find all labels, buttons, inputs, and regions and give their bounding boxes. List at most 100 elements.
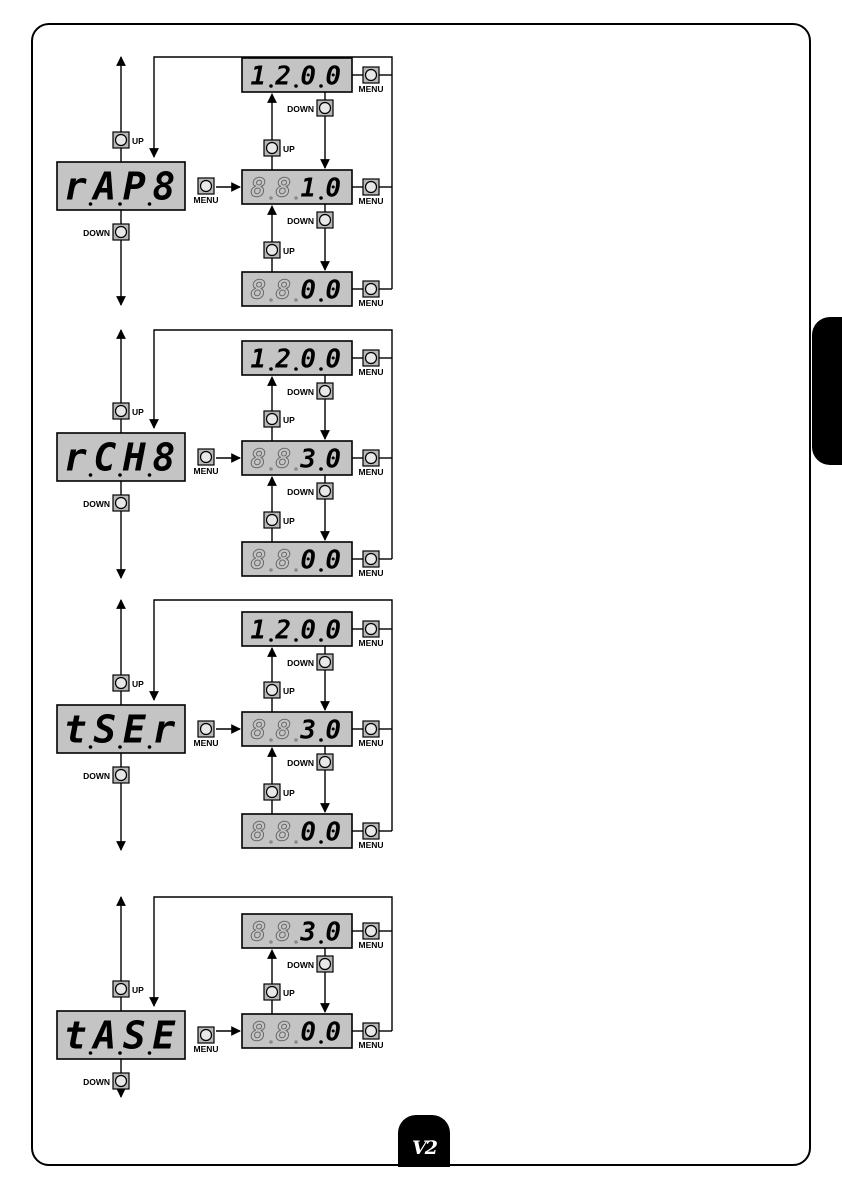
menu-button[interactable]: MENU <box>358 923 383 950</box>
button-label: MENU <box>193 195 218 205</box>
value-display: 1200 <box>242 341 352 375</box>
up-button[interactable]: UP <box>264 682 295 698</box>
up-button[interactable]: UP <box>264 512 295 528</box>
display-digit: r <box>152 707 175 751</box>
menu-button[interactable]: MENU <box>193 721 218 748</box>
menu-button[interactable]: MENU <box>358 823 383 850</box>
button-label: MENU <box>358 84 383 94</box>
button-label: UP <box>283 988 295 998</box>
down-button[interactable]: DOWN <box>83 767 129 783</box>
display-digit: 0 <box>300 62 316 92</box>
up-button[interactable]: UP <box>113 981 144 997</box>
menu-button[interactable]: MENU <box>358 350 383 377</box>
button-knob-icon <box>366 554 377 565</box>
down-button[interactable]: DOWN <box>287 100 333 116</box>
decimal-point <box>269 940 273 944</box>
button-label: MENU <box>193 1044 218 1054</box>
button-label: DOWN <box>287 658 314 668</box>
up-button[interactable]: UP <box>264 411 295 427</box>
menu-button[interactable]: MENU <box>358 450 383 477</box>
button-knob-icon <box>116 227 127 238</box>
down-button[interactable]: DOWN <box>287 212 333 228</box>
decimal-point <box>319 84 323 88</box>
button-label: DOWN <box>287 387 314 397</box>
decimal-point <box>269 367 273 371</box>
down-button[interactable]: DOWN <box>287 754 333 770</box>
display-digit: 0 <box>325 546 341 576</box>
down-button[interactable]: DOWN <box>83 495 129 511</box>
up-button[interactable]: UP <box>113 675 144 691</box>
value-display: 8800 <box>242 814 352 848</box>
display-digit: 8 <box>250 1018 266 1048</box>
down-button[interactable]: DOWN <box>83 1073 129 1089</box>
value-display: 8830 <box>242 712 352 746</box>
button-label: UP <box>283 686 295 696</box>
button-label: MENU <box>193 738 218 748</box>
button-knob-icon <box>201 181 212 192</box>
up-button[interactable]: UP <box>113 403 144 419</box>
display-digit: 0 <box>325 174 341 204</box>
menu-button[interactable]: MENU <box>358 551 383 578</box>
display-digit: 0 <box>300 1018 316 1048</box>
menu-button[interactable]: MENU <box>358 67 383 94</box>
button-knob-icon <box>320 486 331 497</box>
menu-button[interactable]: MENU <box>193 449 218 476</box>
decimal-point <box>269 298 273 302</box>
display-digit: S <box>123 1013 146 1057</box>
button-label: UP <box>132 985 144 995</box>
display-digit: 8 <box>275 716 291 746</box>
display-digit: 8 <box>275 918 291 948</box>
decimal-point <box>319 298 323 302</box>
menu-button[interactable]: MENU <box>358 179 383 206</box>
decimal-point <box>294 940 298 944</box>
decimal-point <box>319 1040 323 1044</box>
button-knob-icon <box>366 624 377 635</box>
up-button[interactable]: UP <box>264 140 295 156</box>
up-button[interactable]: UP <box>264 984 295 1000</box>
display-digit: 8 <box>250 818 266 848</box>
button-knob-icon <box>320 103 331 114</box>
decimal-point <box>269 84 273 88</box>
display-digit: 0 <box>300 546 316 576</box>
button-label: DOWN <box>83 228 110 238</box>
decimal-point <box>269 638 273 642</box>
display-digit: 8 <box>250 445 266 475</box>
display-digit: C <box>93 435 116 479</box>
decimal-point <box>294 568 298 572</box>
decimal-point <box>89 202 93 206</box>
button-label: UP <box>132 407 144 417</box>
display-digit: 0 <box>325 818 341 848</box>
decimal-point <box>118 473 122 477</box>
menu-button[interactable]: MENU <box>358 1023 383 1050</box>
menu-button[interactable]: MENU <box>193 1027 218 1054</box>
display-digit: 2 <box>274 345 291 375</box>
display-digit: 8 <box>250 174 266 204</box>
menu-button[interactable]: MENU <box>358 621 383 648</box>
display-digit: 0 <box>325 918 341 948</box>
button-knob-icon <box>320 215 331 226</box>
button-label: DOWN <box>287 487 314 497</box>
display-digit: 1 <box>300 174 316 204</box>
button-label: MENU <box>358 568 383 578</box>
decimal-point <box>269 1040 273 1044</box>
display-digit: H <box>122 435 147 479</box>
down-button[interactable]: DOWN <box>83 224 129 240</box>
parameter-display: tSEr <box>57 705 185 753</box>
button-label: MENU <box>358 840 383 850</box>
decimal-point <box>269 196 273 200</box>
up-button[interactable]: UP <box>264 242 295 258</box>
display-digit: P <box>123 164 146 208</box>
down-button[interactable]: DOWN <box>287 956 333 972</box>
display-digit: 2 <box>274 616 291 646</box>
menu-button[interactable]: MENU <box>358 721 383 748</box>
down-button[interactable]: DOWN <box>287 383 333 399</box>
decimal-point <box>89 745 93 749</box>
down-button[interactable]: DOWN <box>287 654 333 670</box>
up-button[interactable]: UP <box>113 132 144 148</box>
down-button[interactable]: DOWN <box>287 483 333 499</box>
menu-button[interactable]: MENU <box>193 178 218 205</box>
menu-button[interactable]: MENU <box>358 281 383 308</box>
up-button[interactable]: UP <box>264 784 295 800</box>
display-digit: 8 <box>152 164 175 208</box>
